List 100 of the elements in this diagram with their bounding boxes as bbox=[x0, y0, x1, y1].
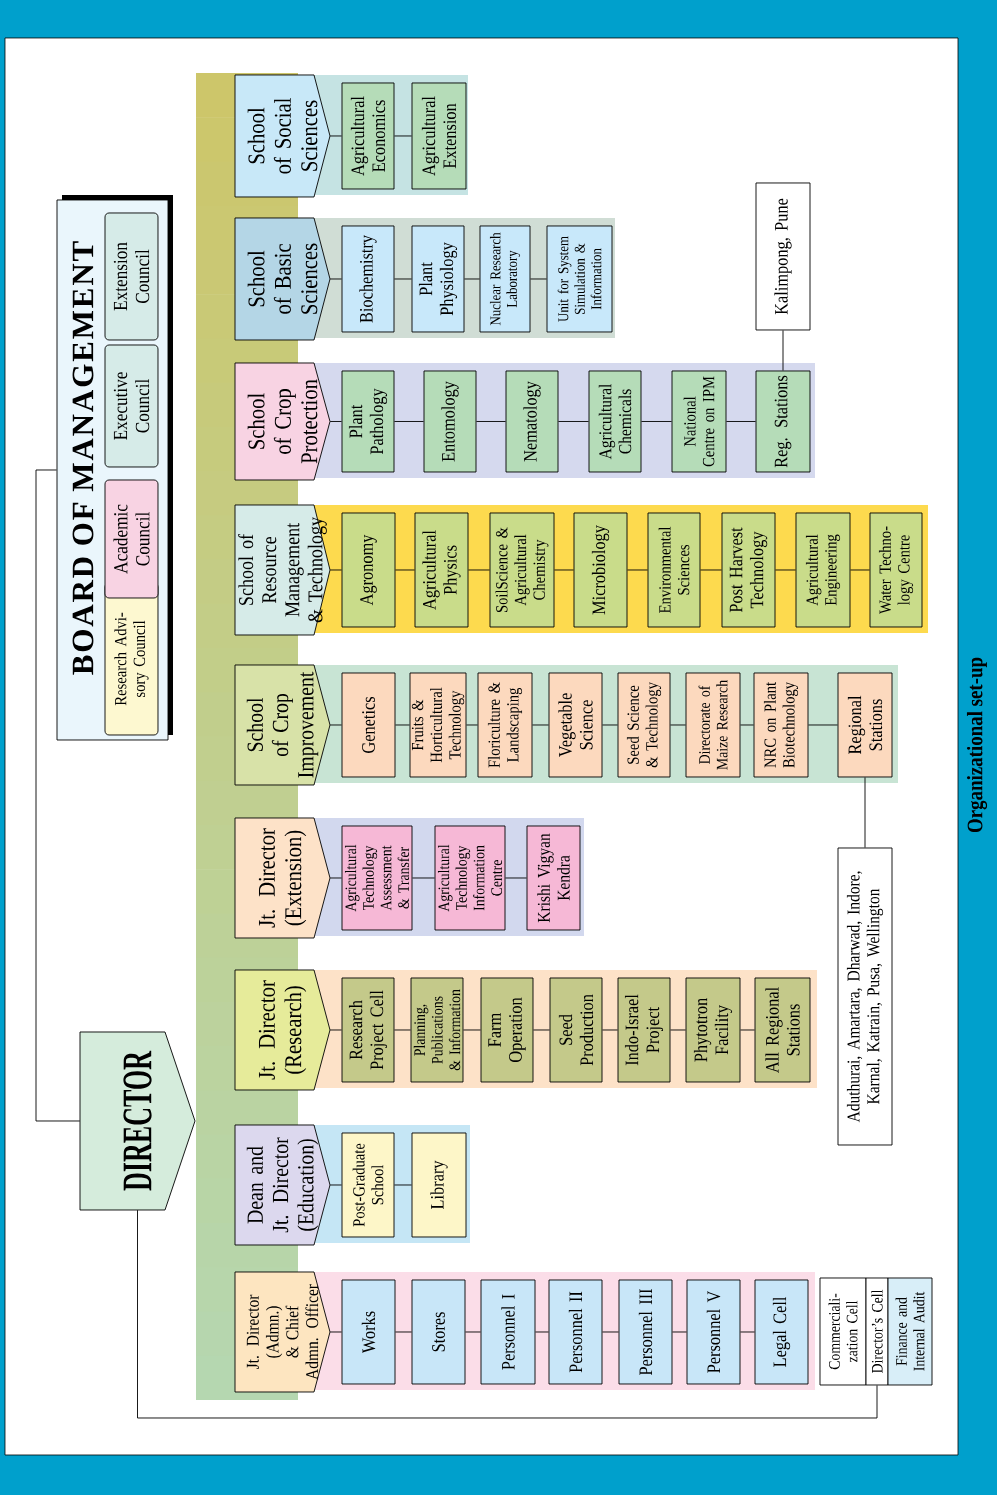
council-box: Executive Council bbox=[104, 344, 159, 468]
connector-line bbox=[329, 1184, 342, 1186]
department-box: Fruits & Horticultural Technology bbox=[409, 672, 467, 778]
department-box: Seed Science & Technology bbox=[617, 672, 671, 778]
director-arrow-box: DIRECTOR bbox=[79, 1031, 196, 1211]
connector-line bbox=[137, 1209, 878, 1419]
connector-line bbox=[465, 1331, 481, 1333]
connector-line bbox=[554, 569, 574, 571]
department-box: Reg. Stations bbox=[755, 370, 811, 473]
school-head-arrow-box: School of Crop Improvement bbox=[234, 664, 331, 786]
connector-line bbox=[558, 421, 589, 422]
department-box: Regional Stations bbox=[837, 672, 893, 778]
connector-line bbox=[329, 1331, 342, 1333]
department-box: Plant Pathology bbox=[341, 370, 395, 473]
department-box: Agronomy bbox=[341, 512, 396, 628]
department-box: SoilScience & Agricultural Chemistry bbox=[489, 512, 555, 628]
department-box: Agricultural Engineering bbox=[795, 512, 851, 628]
department-box: Biochemistry bbox=[341, 225, 395, 333]
department-box: Personnel V bbox=[686, 1279, 741, 1385]
connector-line bbox=[505, 877, 527, 879]
connector-line bbox=[329, 569, 342, 571]
connector-line bbox=[808, 724, 838, 726]
department-box: Post-Graduate School bbox=[341, 1132, 395, 1238]
connector-line bbox=[329, 877, 342, 879]
connector-line bbox=[740, 1029, 755, 1031]
department-box: Personnel II bbox=[548, 1279, 603, 1385]
connector-line bbox=[329, 135, 342, 137]
department-box: Agricultural Extension bbox=[411, 82, 467, 190]
department-box: Planning, Publications & Information bbox=[410, 977, 464, 1083]
department-box: Environmental Sciences bbox=[647, 512, 701, 628]
connector-line bbox=[864, 777, 866, 848]
connector-line bbox=[627, 569, 648, 571]
caption: Organizational set-up bbox=[966, 657, 988, 833]
department-box: Post Harvest Technology bbox=[721, 512, 776, 628]
department-box: Agricultural Physics bbox=[414, 512, 469, 628]
connector-line bbox=[476, 421, 506, 422]
cell-box: Director’s Cell bbox=[865, 1277, 889, 1386]
connector-line bbox=[394, 278, 412, 280]
station-list-box: Aduthurai, Amartara, Dharwad, Indore, Karnal, Katrain, Pusa, Wellington bbox=[837, 847, 893, 1146]
department-box: Personnel I bbox=[480, 1279, 536, 1385]
department-box: Stores bbox=[411, 1279, 466, 1385]
connector-line bbox=[602, 1029, 618, 1031]
connector-line bbox=[740, 1331, 755, 1333]
department-box: Farm Operation bbox=[480, 977, 534, 1083]
department-box: Library bbox=[411, 1132, 467, 1238]
connector-line bbox=[395, 724, 410, 726]
school-head-arrow-box: School of Social Sciences bbox=[234, 74, 331, 198]
department-box: Unit for System Simulation & Information bbox=[546, 225, 613, 333]
department-box: Plant Physiology bbox=[411, 225, 465, 333]
department-box: Agricultural Technology Information Centre bbox=[434, 825, 506, 931]
connector-line bbox=[394, 135, 412, 137]
school-head-arrow-box: School of Crop Protection bbox=[234, 362, 331, 481]
connector-line bbox=[466, 724, 478, 726]
connector-line bbox=[641, 421, 672, 422]
connector-line bbox=[740, 724, 754, 726]
department-box: Legal Cell bbox=[754, 1279, 809, 1385]
connector-line bbox=[533, 1029, 550, 1031]
department-box: Agricultural Chemicals bbox=[588, 370, 642, 473]
connector-line bbox=[329, 724, 342, 726]
department-box: Nuclear Research Laboratory bbox=[479, 225, 531, 333]
council-box: Academic Council bbox=[104, 479, 159, 599]
connector-line bbox=[329, 278, 342, 280]
connector-line bbox=[468, 569, 490, 571]
department-box: Seed Production bbox=[549, 977, 603, 1083]
connector-line bbox=[782, 330, 784, 371]
department-box: Genetics bbox=[341, 672, 396, 778]
connector-line bbox=[602, 1331, 619, 1333]
connector-line bbox=[394, 1184, 412, 1186]
connector-line bbox=[602, 724, 618, 726]
department-box: Works bbox=[341, 1279, 396, 1385]
connector-line bbox=[670, 1029, 686, 1031]
connector-line bbox=[535, 1331, 549, 1333]
department-box: NRC on Plant Biotechnology bbox=[753, 672, 809, 778]
school-head-arrow-box: Jt. Director (Extension) bbox=[234, 817, 331, 939]
connector-line bbox=[412, 877, 435, 879]
connector-line bbox=[670, 724, 686, 726]
connector-line bbox=[726, 421, 756, 422]
connector-line bbox=[463, 1029, 481, 1031]
council-box: Extension Council bbox=[104, 212, 159, 341]
department-box: Indo-Israel Project bbox=[617, 977, 671, 1083]
station-list-box: Kalimpong, Pune bbox=[755, 182, 811, 331]
connector-line bbox=[395, 569, 415, 571]
department-box: National Centre on IPM bbox=[671, 370, 727, 473]
department-box: Directorate of Maize Research bbox=[685, 672, 741, 778]
school-head-arrow-box: School of Basic Sciences bbox=[234, 217, 331, 341]
connector-line bbox=[700, 569, 722, 571]
connector-line bbox=[775, 569, 796, 571]
school-head-arrow-box: Dean and Jt. Director (Education) bbox=[234, 1124, 331, 1246]
department-box: Vegetable Science bbox=[548, 672, 603, 778]
cell-box: Finance and Internal Audit bbox=[887, 1277, 933, 1386]
department-box: Entomology bbox=[423, 370, 477, 473]
department-box: Water Techno-logy Centre bbox=[869, 512, 923, 628]
department-box: Nematology bbox=[505, 370, 559, 473]
department-box: Floriculture & Landscaping bbox=[477, 672, 533, 778]
department-box: Personnel III bbox=[618, 1279, 673, 1385]
department-box: Research Project Cell bbox=[341, 977, 395, 1083]
connector-line bbox=[464, 278, 480, 280]
school-head-arrow-box: Jt. Director (Admn.) & Chief Admn. Officer bbox=[234, 1271, 331, 1393]
department-box: Agricultural Economics bbox=[341, 82, 395, 190]
connector-line bbox=[530, 278, 547, 280]
